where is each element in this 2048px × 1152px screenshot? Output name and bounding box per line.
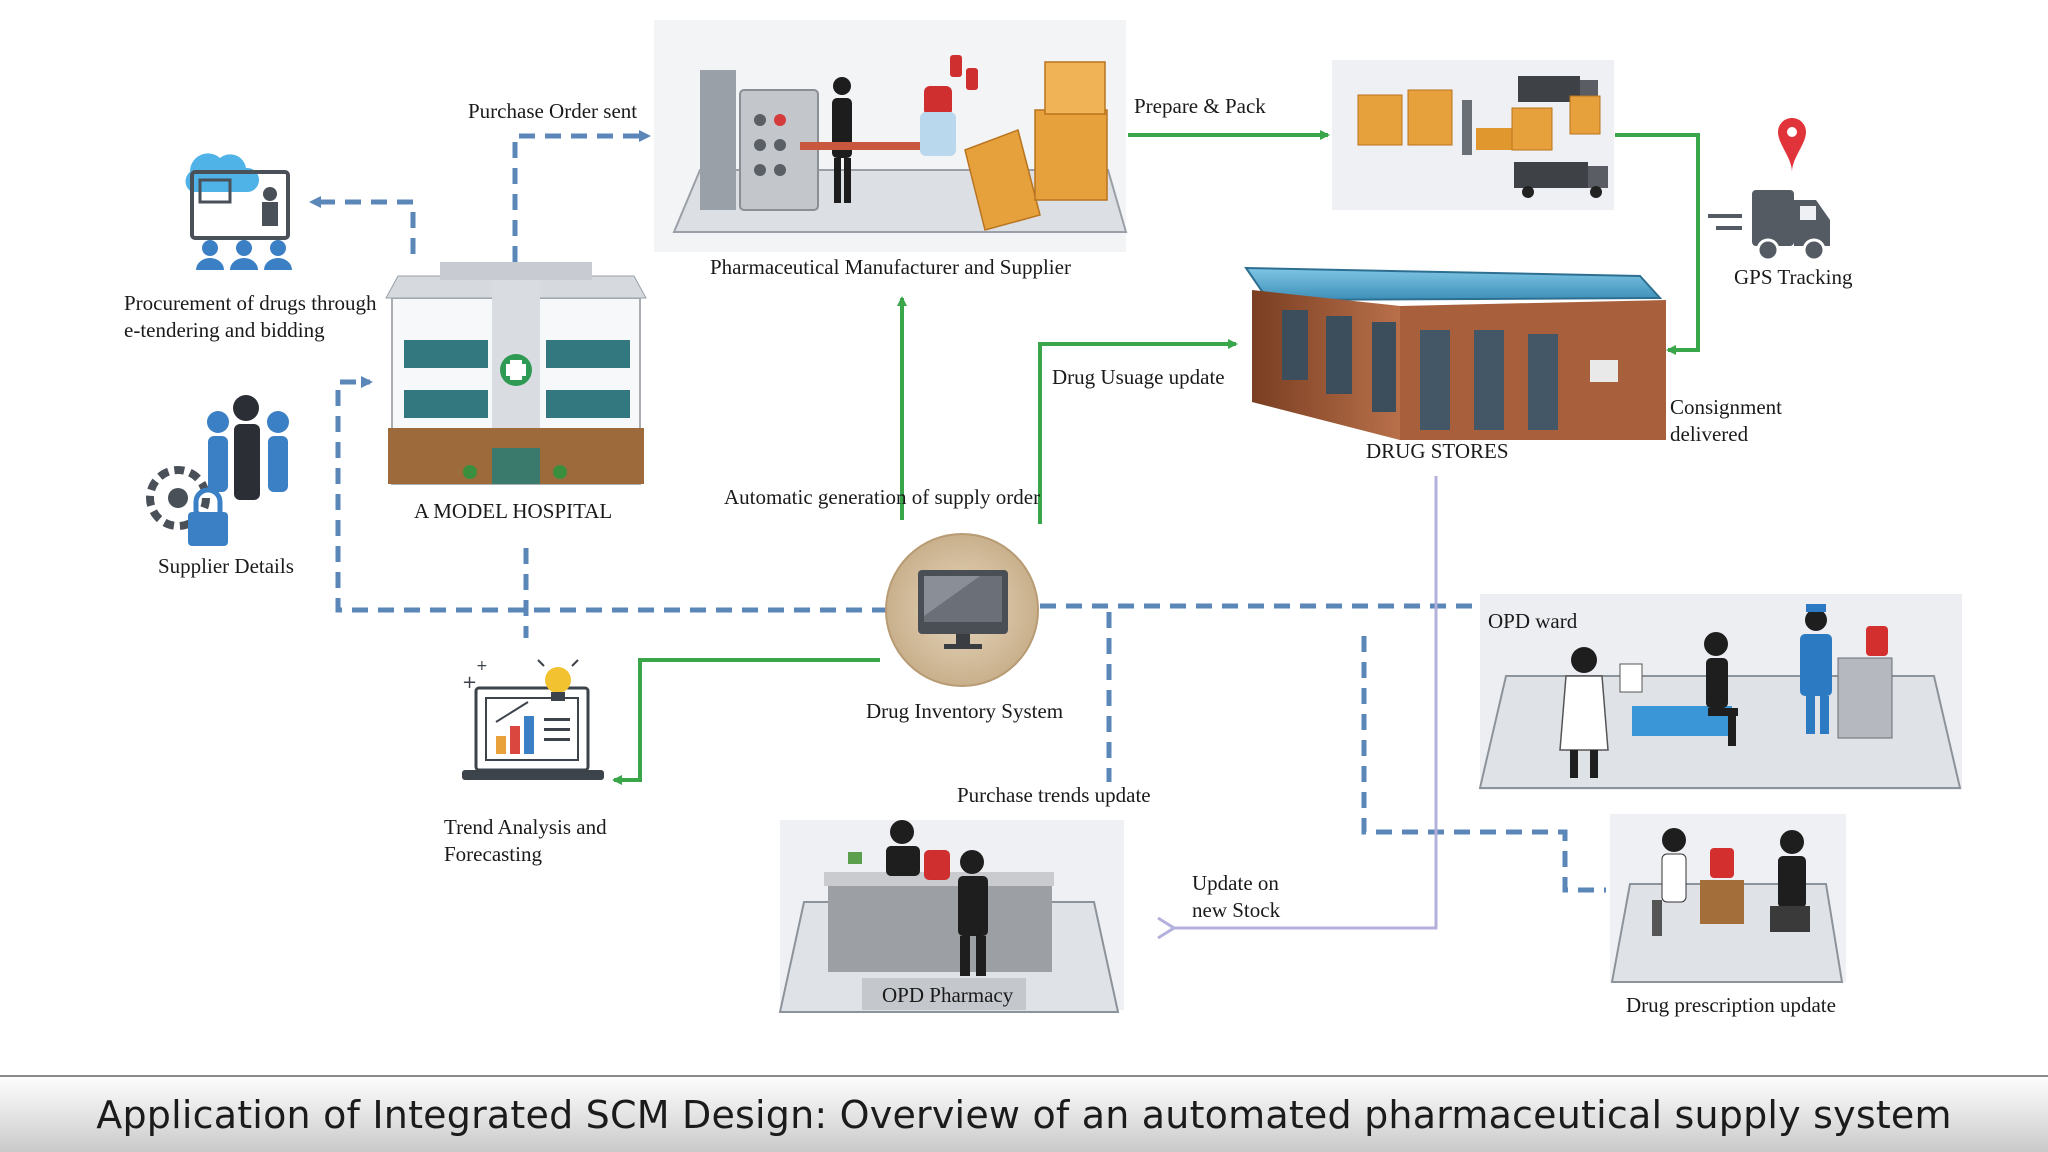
usage-update-flow — [1038, 339, 1238, 524]
gps-truck-icon — [1708, 117, 1830, 262]
procurement-icon — [185, 153, 292, 270]
purchase-order-label: Purchase Order sent — [468, 99, 638, 123]
manufacturer-label: Pharmaceutical Manufacturer and Supplier — [710, 255, 1071, 279]
opd-ward-illustration — [1478, 594, 1962, 790]
opd-pharmacy-illustration — [778, 820, 1124, 1013]
svg-text:+: + — [476, 658, 488, 674]
procurement-flow — [309, 196, 416, 254]
trend-flow — [612, 658, 880, 785]
opd-prescription-flow — [1361, 636, 1606, 893]
prescription-label: Drug prescription update — [1626, 993, 1836, 1017]
prepare-pack-label: Prepare & Pack — [1134, 94, 1266, 118]
drug-stores-label: DRUG STORES — [1366, 439, 1509, 463]
purchase-trends-label: Purchase trends update — [957, 783, 1151, 807]
trend-analysis-label: Trend Analysis and Forecasting — [444, 815, 607, 866]
update-stock-label: Update on new Stock — [1192, 871, 1281, 922]
gps-tracking-label: GPS Tracking — [1734, 265, 1853, 289]
drug-usage-label: Drug Usuage update — [1052, 365, 1225, 389]
packing-illustration — [1332, 60, 1614, 210]
stock-update-flow — [1174, 476, 1438, 928]
procurement-label: Procurement of drugs through e-tendering… — [124, 291, 377, 342]
hospital-illustration — [385, 262, 647, 485]
prescription-illustration — [1610, 814, 1846, 983]
manufacturer-illustration — [654, 20, 1128, 252]
purchase-order-flow — [512, 130, 651, 262]
caption-bar: Application of Integrated SCM Design: Ov… — [0, 1075, 2048, 1152]
inventory-hospital-loop — [335, 376, 888, 613]
slide-caption: Application of Integrated SCM Design: Ov… — [96, 1092, 1952, 1137]
supplier-details-label: Supplier Details — [158, 554, 294, 578]
delivery-flow — [1615, 133, 1700, 355]
inventory-monitor-icon — [885, 533, 1039, 687]
supply-flow-diagram: + + — [146, 20, 1962, 1013]
inventory-system-label: Drug Inventory System — [866, 699, 1064, 723]
hospital-label: A MODEL HOSPITAL — [414, 499, 613, 523]
svg-text:+: + — [462, 672, 477, 693]
trend-analysis-icon: + + — [462, 658, 604, 780]
opd-ward-label: OPD ward — [1488, 609, 1578, 633]
drug-stores-illustration — [1244, 266, 1666, 440]
supplier-details-icon — [146, 395, 289, 546]
automatic-generation-label: Automatic generation of supply order — [724, 485, 1041, 509]
flow-lines — [309, 130, 1700, 928]
consignment-label: Consignment delivered — [1670, 395, 1783, 446]
opd-pharmacy-label: OPD Pharmacy — [882, 983, 1014, 1007]
